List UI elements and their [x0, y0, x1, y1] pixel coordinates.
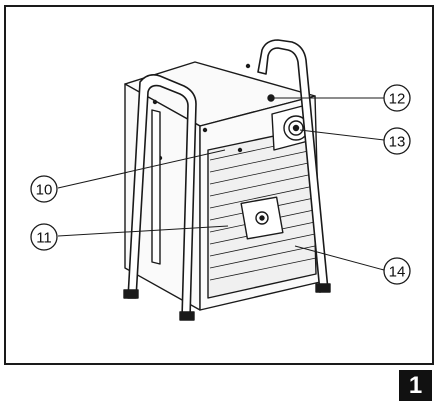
callout-14-label: 14 [389, 264, 406, 281]
callout-11-label: 11 [36, 230, 52, 247]
leader-lines [57, 97, 385, 271]
leader-line-10 [57, 149, 226, 189]
leader-line-11 [57, 225, 229, 237]
callout-14: 14 [383, 257, 411, 285]
foot-right [315, 283, 331, 293]
foot-front [179, 311, 195, 321]
figure-number-badge: 1 [399, 370, 432, 401]
grille-slats [209, 137, 317, 281]
callout-10-label: 10 [36, 182, 53, 199]
callout-12-label: 12 [389, 91, 406, 108]
callout-13: 13 [383, 127, 411, 155]
heater [123, 39, 331, 321]
figure-frame [4, 5, 434, 365]
callout-13-label: 13 [389, 134, 406, 151]
callout-10: 10 [30, 175, 58, 203]
frame-leg-left-rear [151, 109, 161, 265]
foot-left [123, 289, 139, 299]
callout-11: 11 [30, 223, 58, 251]
callout-12: 12 [383, 84, 411, 112]
leader-line-13 [299, 129, 385, 141]
leader-line-14 [294, 245, 385, 271]
